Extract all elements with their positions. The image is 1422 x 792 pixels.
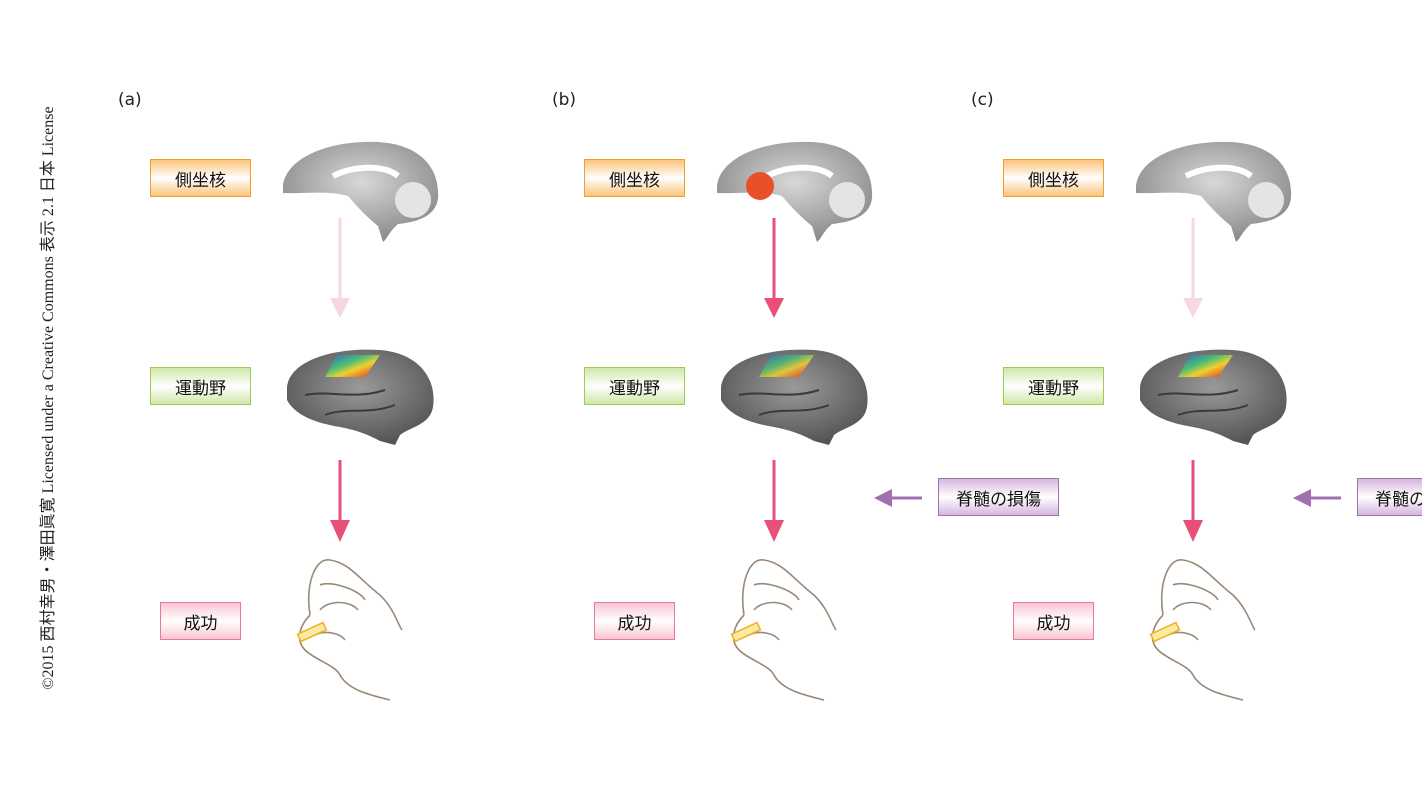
motor-to-hand-arrow xyxy=(1183,460,1203,542)
success-label: 成功 xyxy=(1013,602,1094,640)
nac-to-motor-arrow xyxy=(330,218,350,318)
panel-label: (b) xyxy=(552,90,577,110)
brain-sagittal-image xyxy=(1136,141,1292,242)
motor-cortex-label: 運動野 xyxy=(1003,367,1104,405)
hand-grip-illustration xyxy=(730,559,837,701)
food-pellet xyxy=(1149,621,1181,643)
motor-activity-heatmap xyxy=(1178,355,1233,377)
panel-label: (a) xyxy=(118,90,142,110)
nucleus-accumbens-label: 側坐核 xyxy=(150,159,251,197)
nac-to-motor-arrow xyxy=(1183,218,1203,318)
success-label: 成功 xyxy=(160,602,241,640)
spinal-cord-injury-label: 脊髄の損傷 xyxy=(1357,478,1422,516)
panel-b: (b) 側坐核 運動野 xyxy=(434,0,1059,792)
motor-activity-heatmap xyxy=(759,355,814,377)
motor-cortex-label: 運動野 xyxy=(150,367,251,405)
stimulation-marker xyxy=(746,172,774,200)
food-pellet xyxy=(296,621,328,643)
panel-c: (c) 側坐核 運動野 xyxy=(853,0,1422,792)
brain-sagittal-image xyxy=(717,141,873,242)
nucleus-accumbens-label: 側坐核 xyxy=(1003,159,1104,197)
panel-label: (c) xyxy=(971,90,994,110)
motor-to-hand-arrow xyxy=(330,460,350,542)
brain-lateral-image xyxy=(721,349,868,445)
nucleus-accumbens-label: 側坐核 xyxy=(584,159,685,197)
spinal-cord-injury-label: 脊髄の損傷 xyxy=(938,478,1059,516)
motor-activity-heatmap xyxy=(325,355,380,377)
panel-a: (a) 側坐核 運動野 xyxy=(0,0,440,792)
motor-to-hand-arrow xyxy=(764,460,784,542)
food-pellet xyxy=(730,621,762,643)
success-label: 成功 xyxy=(594,602,675,640)
nac-to-motor-arrow xyxy=(764,218,784,318)
motor-cortex-label: 運動野 xyxy=(584,367,685,405)
hand-grip-illustration xyxy=(296,559,403,701)
brain-lateral-image xyxy=(1140,349,1287,445)
brain-lateral-image xyxy=(287,349,434,445)
injury-arrow xyxy=(874,489,922,507)
hand-grip-illustration xyxy=(1149,559,1256,701)
injury-arrow xyxy=(1293,489,1341,507)
brain-sagittal-image xyxy=(283,141,439,242)
